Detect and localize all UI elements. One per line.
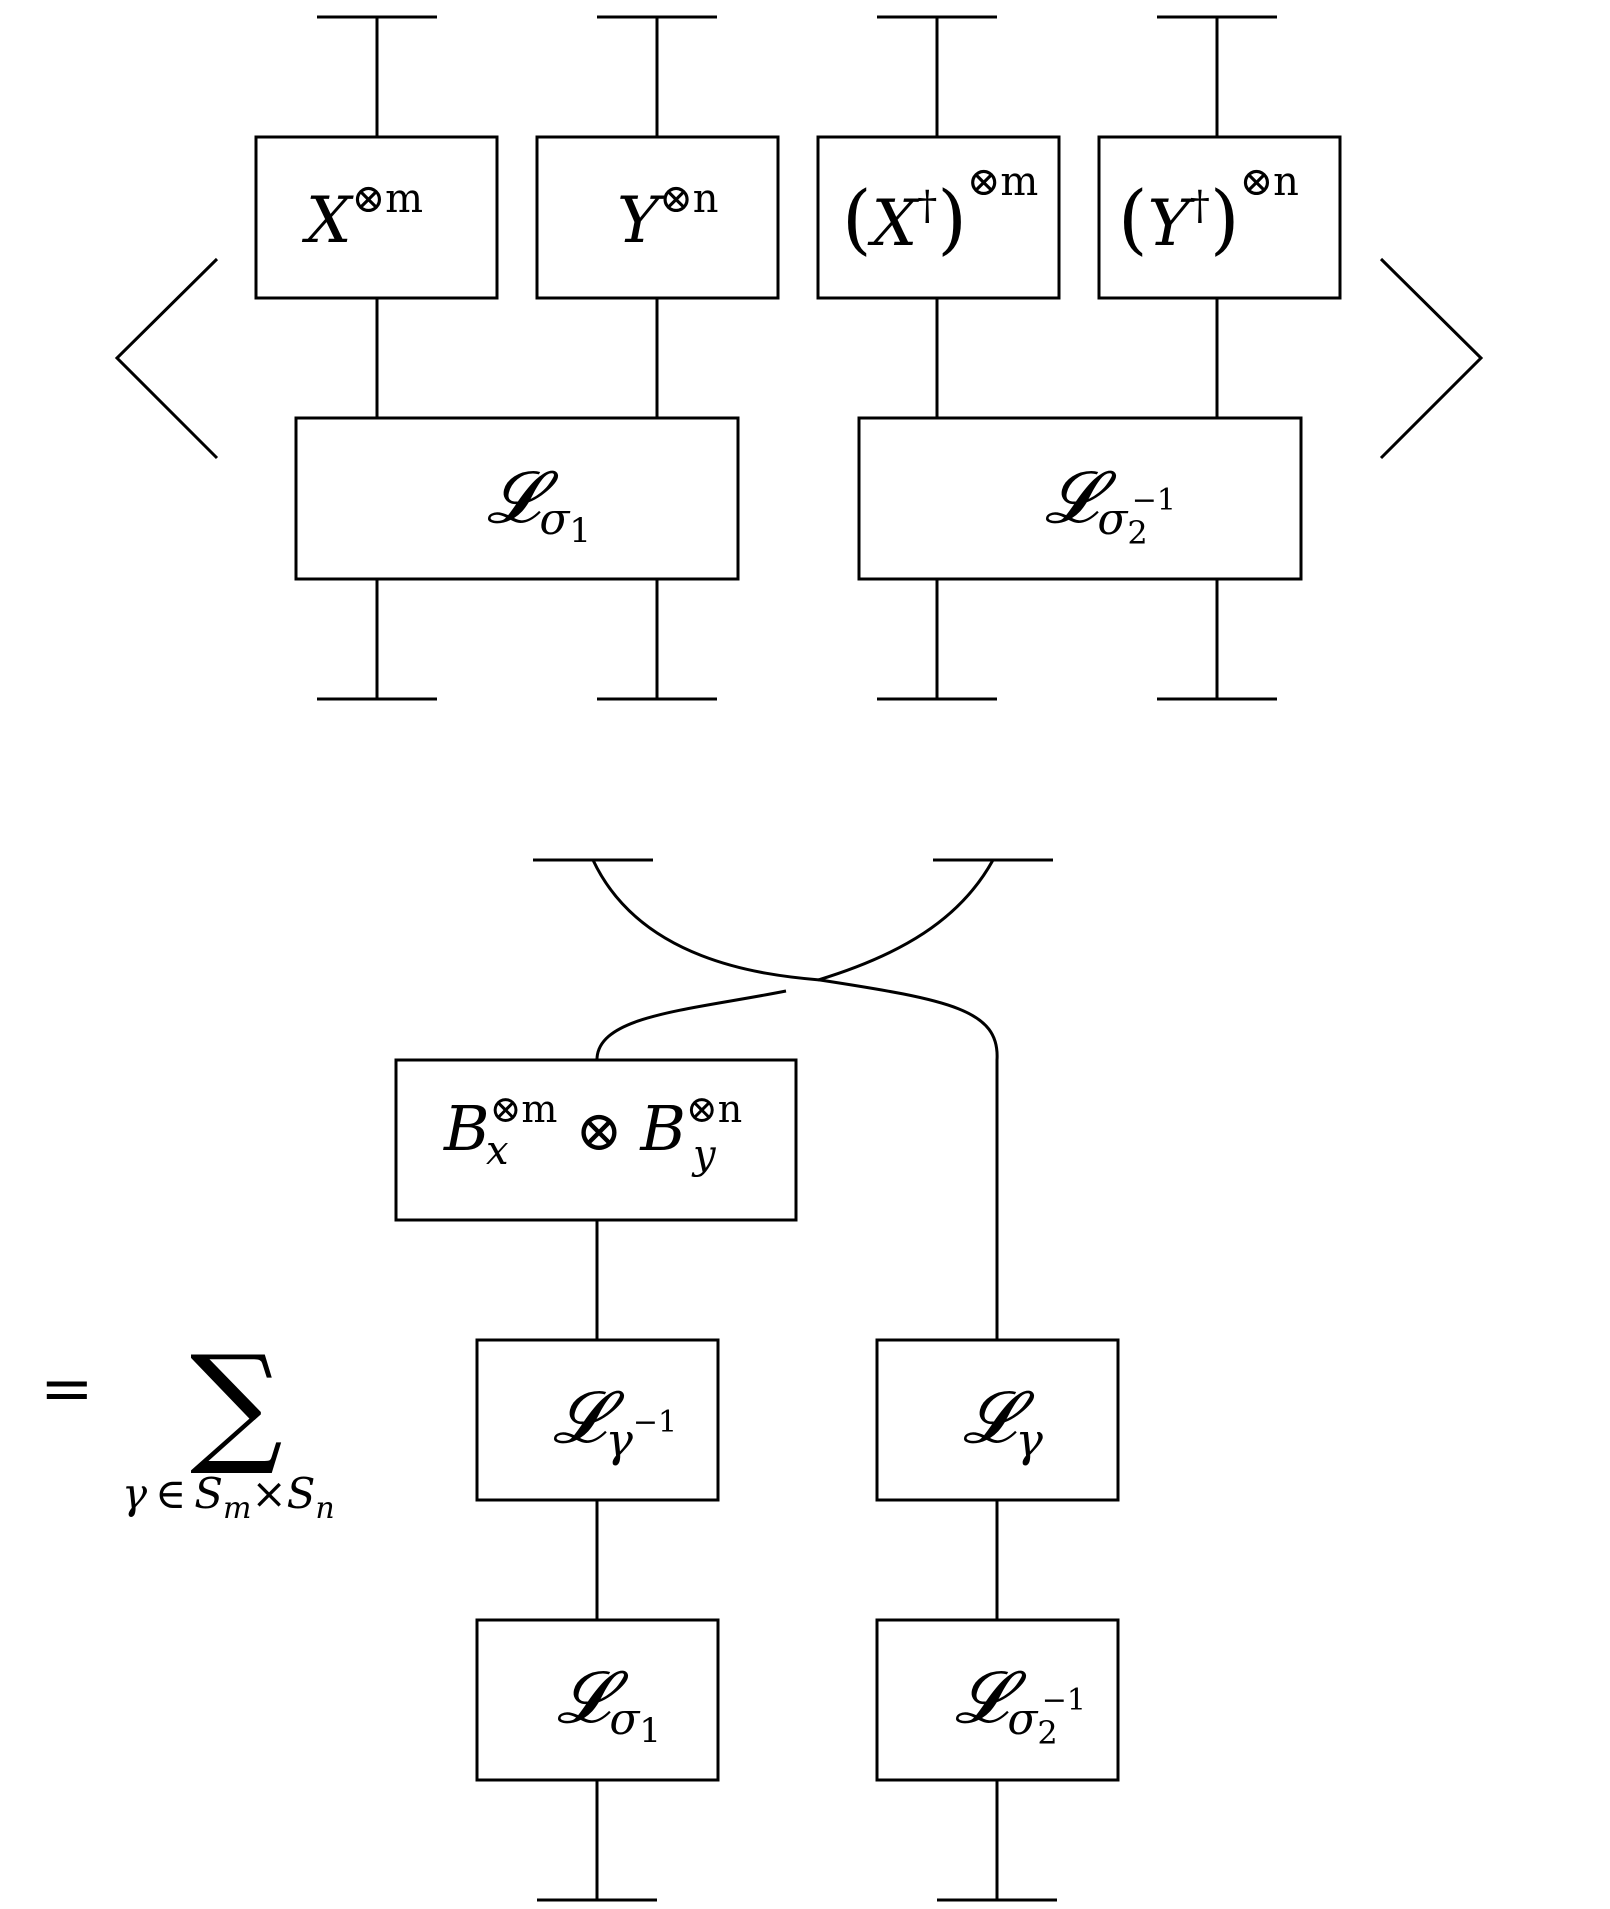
box-y-dagger-tensor-n [1097,135,1342,300]
box-bx-tensor-by [394,1058,798,1222]
bottom-equation: = ∑ γ∈Sm×Sn B⊗m⊗B⊗n x y 𝓛γ−1 [40,858,1120,1902]
label-bx-tensor-by: B⊗m⊗B⊗n [443,1087,742,1165]
label-bx-subscript: x [486,1128,509,1174]
label-y-dagger-tensor-n: (Y†)⊗n [1118,159,1299,263]
box-l-gamma [875,1338,1120,1502]
label-l-sigma1: 𝓛σ1 [487,455,591,551]
crossing-under-strand-lower [595,989,787,1059]
label-by-subscript: y [691,1132,717,1178]
box-l-gamma-inverse [475,1338,720,1502]
box-l-sigma2-inverse-bottom [875,1618,1120,1782]
label-x-dagger-tensor-m: (X†)⊗m [842,159,1038,263]
box-l-sigma1 [294,416,740,581]
box-x-dagger-tensor-m [816,135,1061,300]
box-l-sigma1-bottom [475,1618,720,1782]
label-x-tensor-m: X⊗m [301,176,423,258]
box-x-tensor-m [254,135,499,300]
box-y-tensor-n [535,135,780,300]
box-l-sigma2-inverse [857,416,1303,581]
right-angle-bracket [1379,257,1484,460]
left-angle-bracket [114,257,219,460]
label-l-sigma2-inverse: 𝓛σ2−1 [1045,455,1176,552]
summation-symbol: ∑ [190,1327,283,1479]
crossing-under-strand-upper [817,859,995,982]
equals-sign: = [40,1352,94,1426]
label-y-tensor-n: Y⊗n [617,176,719,258]
summation-index: γ∈Sm×Sn [122,1469,335,1526]
label-l-sigma2-inverse-bottom: 𝓛σ2−1 [955,1655,1086,1752]
top-equation: X⊗m Y⊗n (X†)⊗m (Y†)⊗n 𝓛σ1 𝓛σ2−1 [114,15,1484,701]
